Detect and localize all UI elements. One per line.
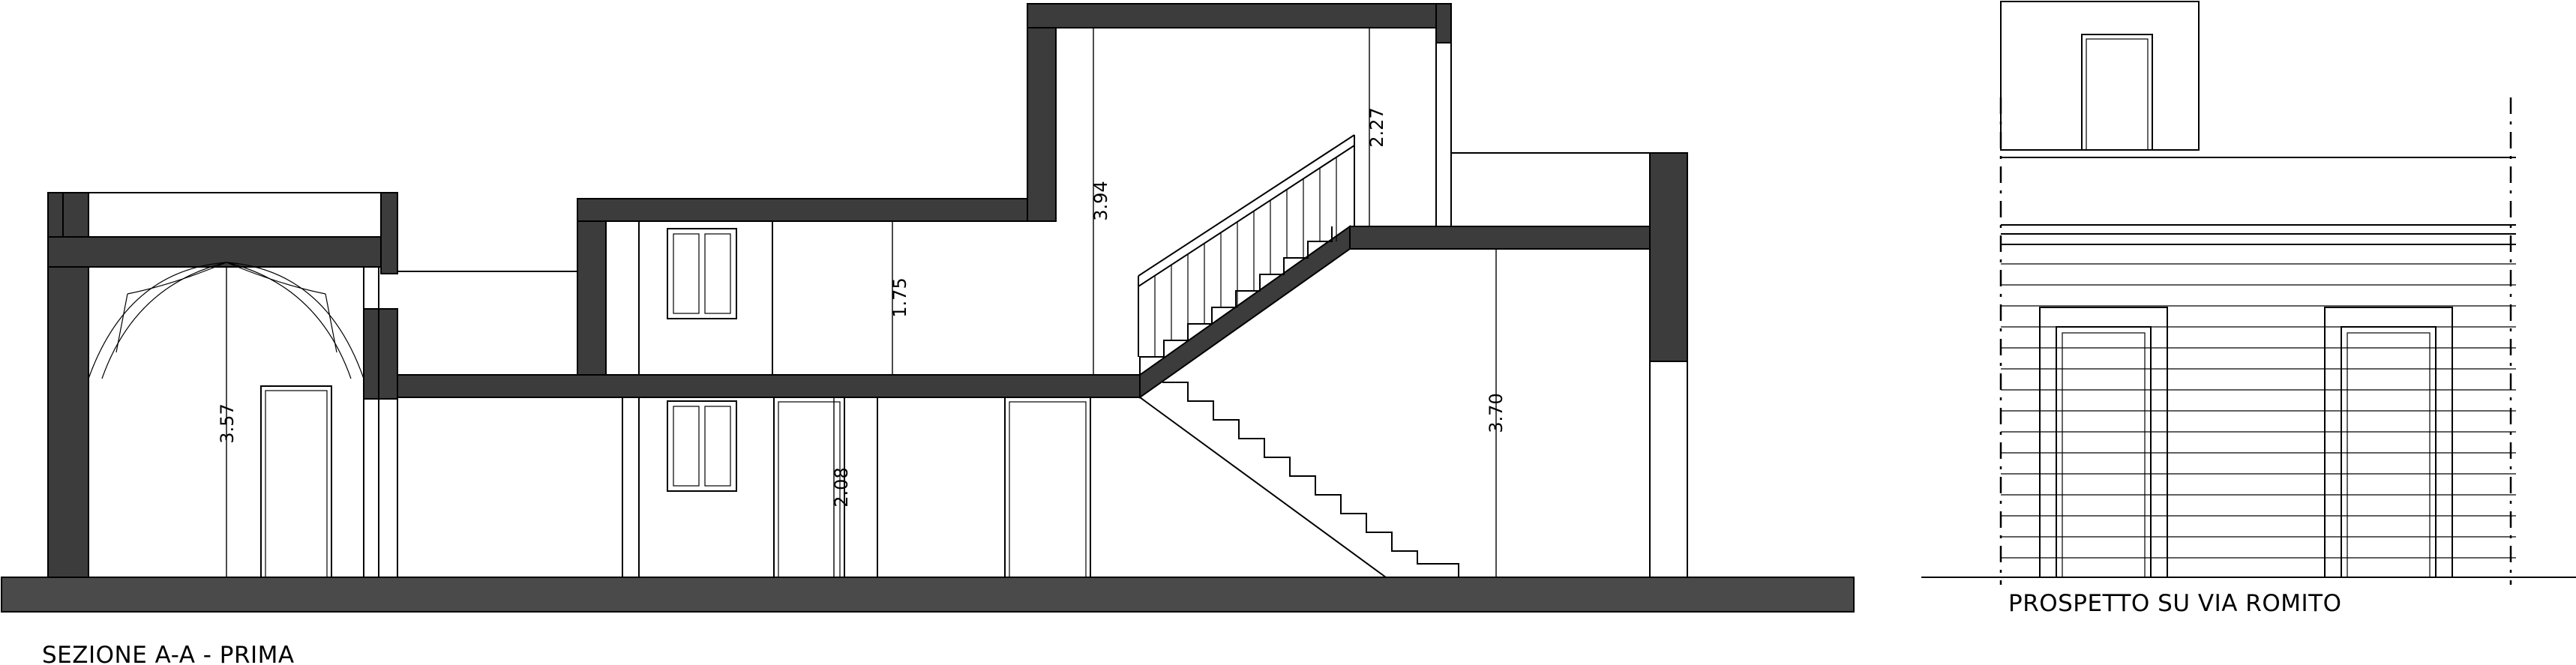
first-floor-slab [397,374,1141,398]
vault-rib [226,262,326,295]
stair-steps [1139,226,1333,375]
top-door-inner [2086,38,2149,151]
left-inner-wall-block [363,308,398,400]
elevation-caption: PROSPETTO SU VIA ROMITO [2008,590,2341,617]
tower-roof-upstand [1435,3,1452,43]
door-frame-inner [1009,401,1087,578]
window-pane [673,233,700,314]
stair-slab [1139,225,1351,399]
dimension-label: 3.57 [217,403,238,443]
facade-door [2341,326,2437,578]
door [260,385,332,578]
handrail-top [1138,134,1355,277]
window-pane [704,233,731,314]
facade-door-inner [2347,332,2431,578]
top-door [2081,34,2153,151]
dimension-label: 2.08 [831,467,852,507]
dimension-label: 3.70 [1486,393,1507,433]
left-roof-upstand [380,192,398,274]
top-volume [2000,1,2200,151]
window [667,400,737,492]
window [667,228,737,319]
window-pane [704,406,731,487]
section-a-a: 3.57 1.75 3.94 2.27 [1,3,1855,665]
tower-roof-slab [1027,3,1452,28]
door [1004,397,1091,578]
terrace-slab [1349,226,1651,250]
right-wall-block [1649,152,1688,362]
ground-slab [1,577,1855,613]
terrace-parapet [1450,152,1651,227]
vault-rib [325,293,337,353]
balusters [1154,157,1337,357]
elevation-via-romito: PROSPETTO SU VIA ROMITO [1921,1,2576,617]
facade-door-inner [2062,332,2146,578]
dimension-label: 1.75 [889,277,910,317]
dimension-label: 2.27 [1366,107,1387,147]
door-frame-inner [778,401,841,578]
vault-rib [115,293,128,353]
dimension-label: 3.94 [1090,181,1111,220]
middle-left-wall [577,198,607,376]
lower-stair-soffit [1139,397,1387,578]
window-pane [673,406,700,487]
middle-roof-slab [577,198,1036,222]
door-frame-inner [265,390,328,578]
lower-stair-steps [1162,382,1459,577]
facade-door [2056,326,2152,578]
tower-left-wall [1027,3,1057,222]
section-caption: SEZIONE A-A - PRIMA [42,642,295,665]
left-roof-slab [47,236,398,268]
left-parapet [62,192,383,240]
vault-rib [127,262,227,295]
handrail-top [1138,145,1355,287]
